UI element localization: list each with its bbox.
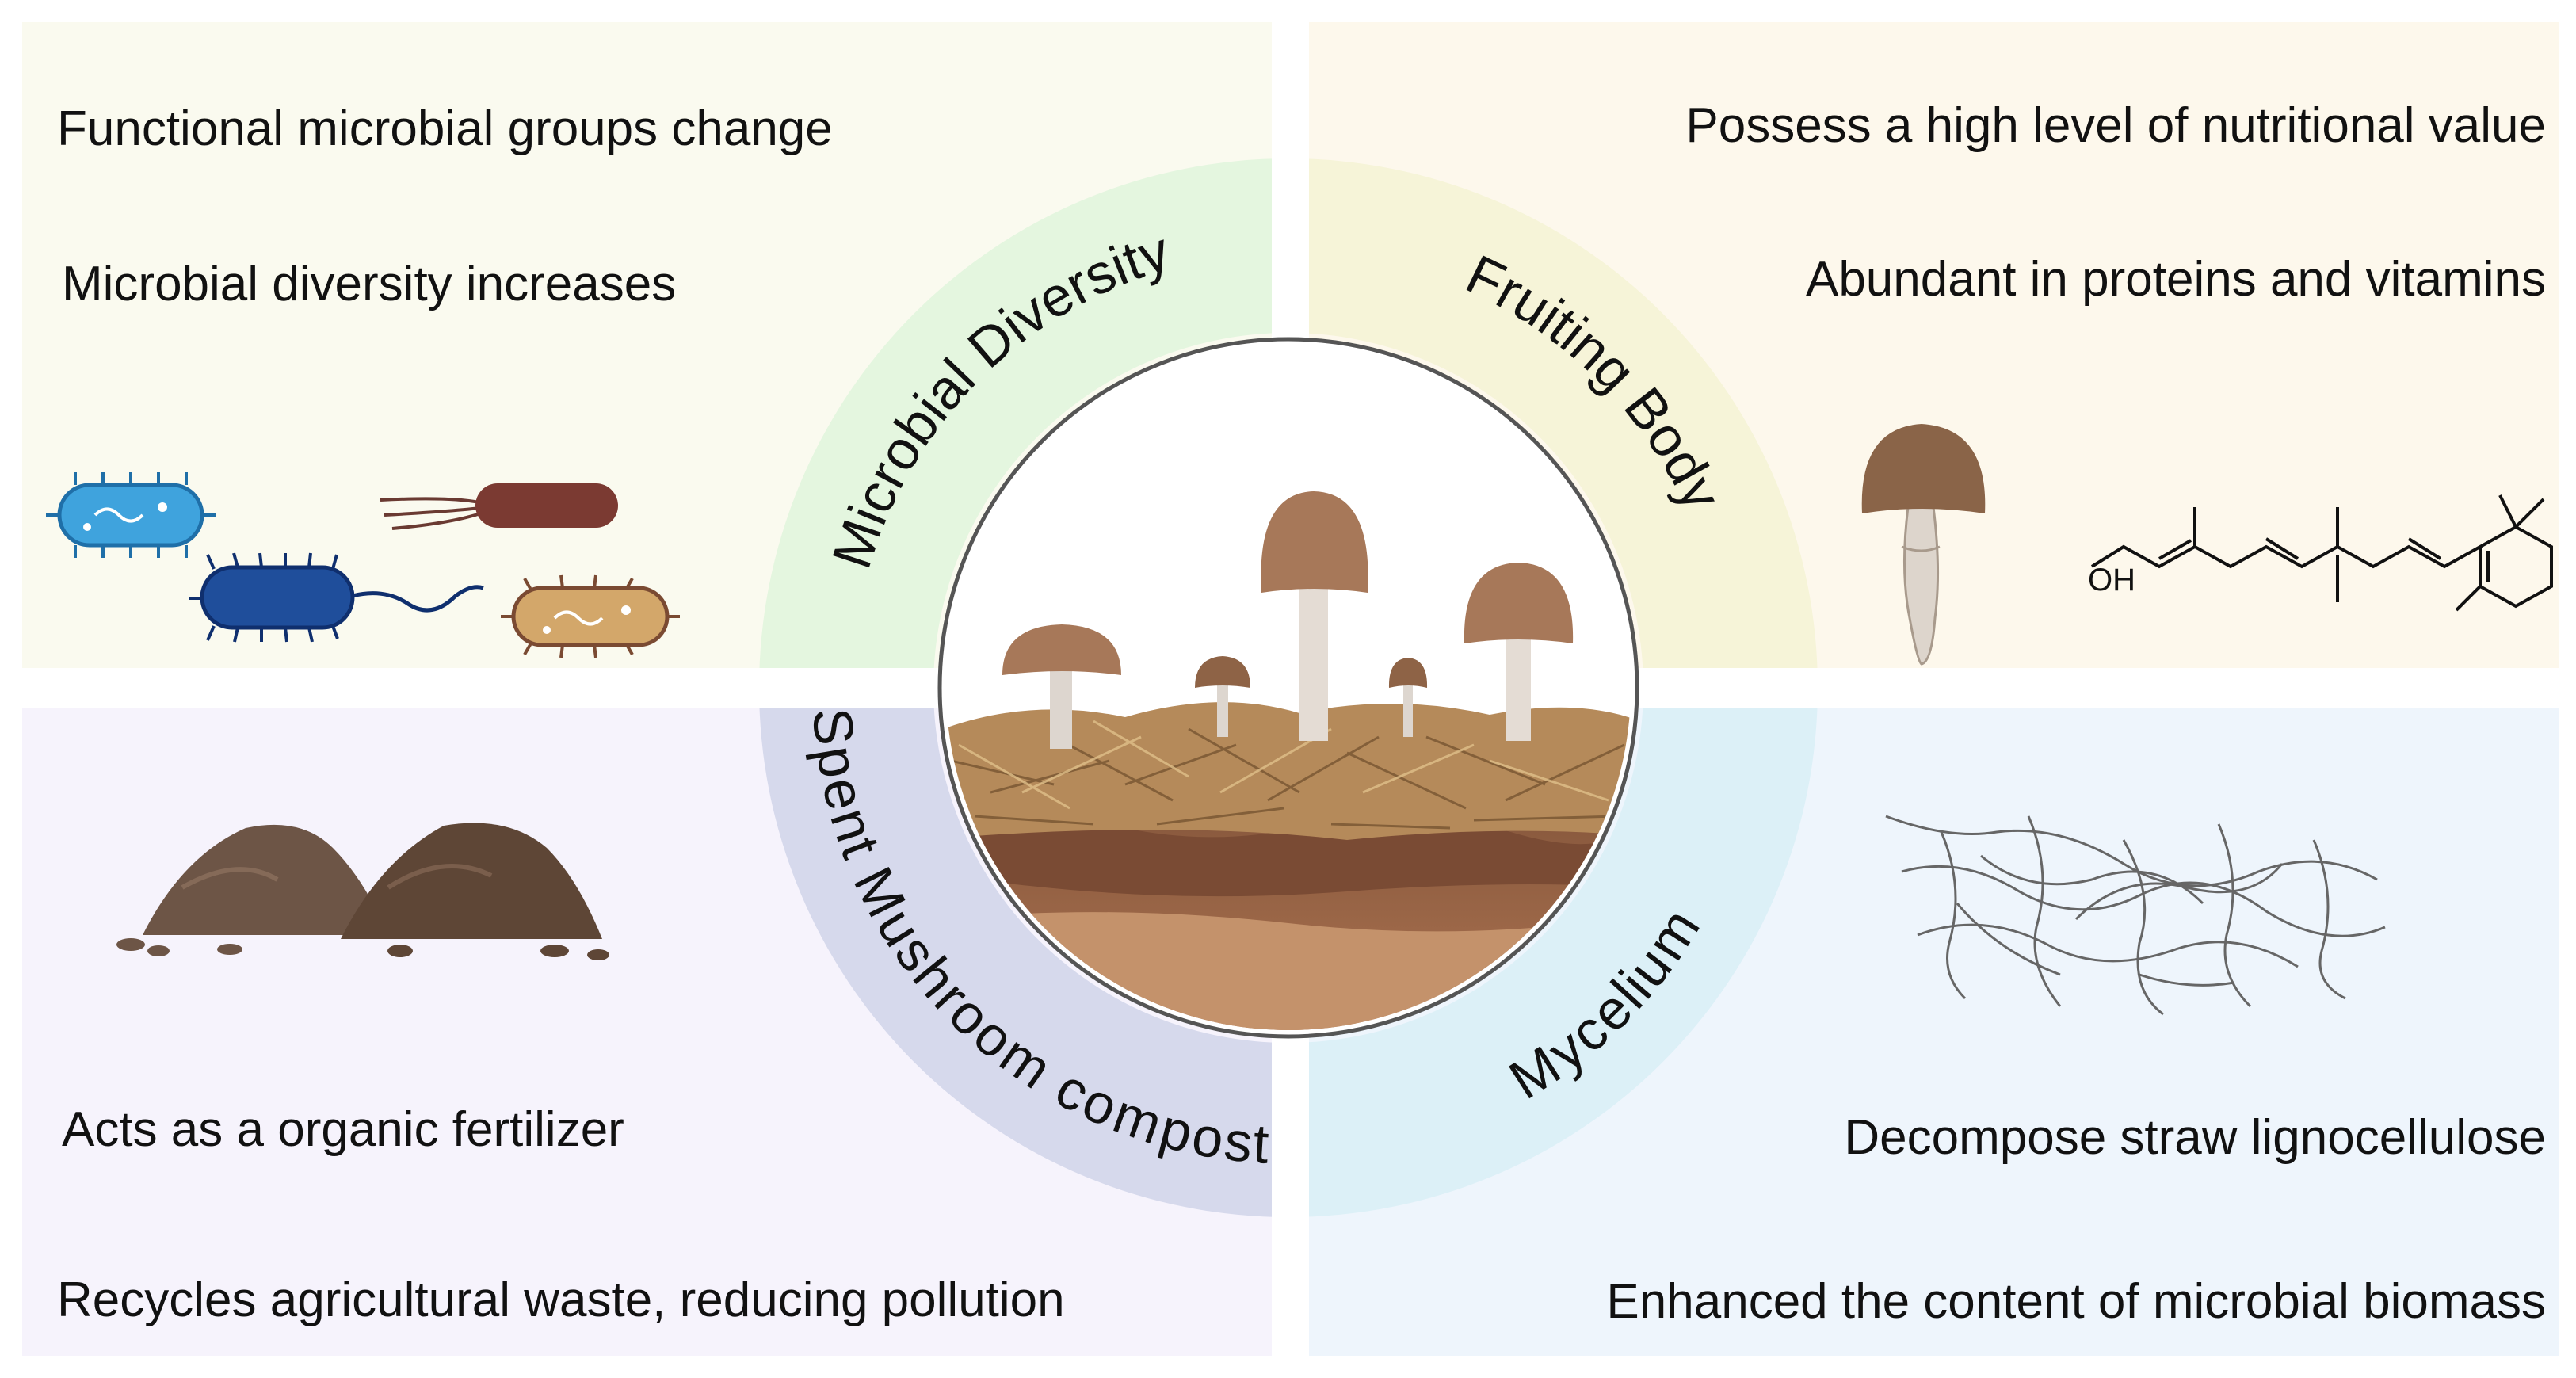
molecule-icon <box>2090 494 2553 612</box>
mycelium-network-icon <box>1885 815 2386 1016</box>
bacterium-icon <box>189 552 484 643</box>
bacterium-icon <box>46 472 216 558</box>
center-mushroom-small-1 <box>1195 656 1250 737</box>
center-mushroom-left <box>1002 624 1121 749</box>
microbial-line-2: Microbial diversity increases <box>62 257 677 311</box>
ring-quadrant-microbial <box>759 158 1288 688</box>
center-mushroom-right <box>1464 563 1574 741</box>
spent-line-1: Acts as a organic fertilizer <box>62 1102 624 1157</box>
mushroom-icon <box>1861 424 1986 666</box>
fruiting-line-1: Possess a high level of nutritional valu… <box>1685 98 2546 153</box>
bacterium-icon <box>380 483 618 530</box>
bacterium-icon <box>501 574 680 658</box>
soil-pile-icon <box>341 823 609 960</box>
molecule-oh-label: OH <box>2088 563 2135 597</box>
soil-pile-icon <box>116 824 388 956</box>
center-mushroom-small-2 <box>1388 658 1428 737</box>
microbial-line-1: Functional microbial groups change <box>57 101 833 156</box>
center-mushroom-tall <box>1261 491 1368 741</box>
spent-line-2: Recycles agricultural waste, reducing po… <box>57 1273 1065 1327</box>
fruiting-line-2: Abundant in proteins and vitamins <box>1805 252 2546 307</box>
ring-quadrant-mycelium <box>1288 688 1818 1217</box>
ring-quadrant-fruiting <box>1288 158 1818 688</box>
mycelium-line-1: Decompose straw lignocellulose <box>1844 1110 2546 1165</box>
ring-quadrant-spent <box>759 688 1288 1217</box>
mycelium-line-2: Enhanced the content of microbial biomas… <box>1606 1274 2546 1329</box>
